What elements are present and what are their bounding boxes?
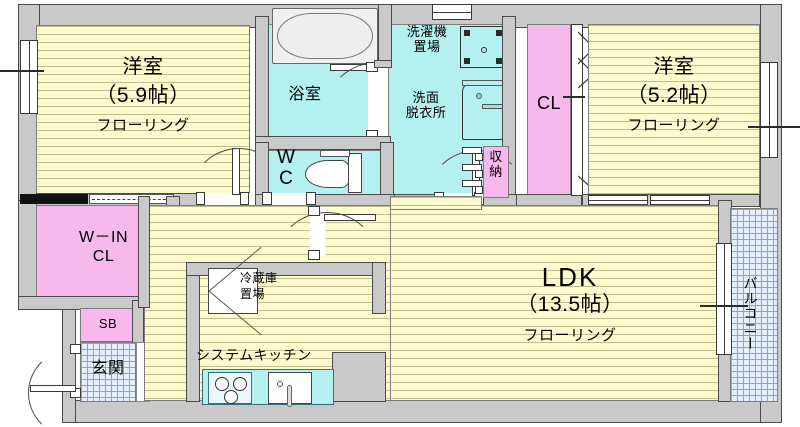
wm-corner-tr (496, 30, 502, 36)
bedroom-east-window[interactable] (760, 62, 778, 158)
room-bedroom-east (588, 24, 760, 196)
walk-in-closet-opening-marker (20, 194, 88, 204)
wall-bathroom-bottom (255, 136, 391, 150)
ldk-balcony-window-tick (700, 305, 748, 307)
room-storage (483, 146, 509, 198)
toilet-shelf (320, 150, 350, 157)
wall-kitchen-counter-wall (332, 352, 386, 402)
washing-machine-pan (460, 26, 506, 68)
toilet-door-jamb-left (262, 192, 272, 205)
washer-space-window[interactable] (432, 4, 472, 20)
ldk-hall-door-jamb-top (308, 206, 320, 216)
bedroom-west-window-tick (0, 70, 44, 72)
ldk-hall-door-jamb-bottom (308, 250, 320, 260)
entrance-door-arc (28, 348, 122, 427)
storage-fold-hinge-3 (475, 186, 483, 194)
bedroom-east-sill-right (650, 195, 710, 205)
toilet-door-jamb-right (306, 192, 316, 205)
three-burner-stove (208, 372, 252, 404)
bedroom-east-sill-left (588, 195, 648, 205)
wm-drain (481, 47, 487, 53)
room-shoe-box (80, 308, 136, 342)
vanity-knob (476, 93, 482, 99)
burner-center-front (224, 390, 238, 404)
ldk-hall-door-arc (276, 212, 378, 308)
ldk-balcony-window[interactable] (716, 243, 732, 355)
wm-corner-tl (464, 30, 470, 36)
bedroom-west-door-jamb-right (240, 192, 249, 205)
storage-fold-hinge-1 (475, 153, 483, 161)
wall-exterior-bottom (70, 400, 782, 423)
wall-washroom-left-upper (378, 4, 392, 68)
toilet-bowl (305, 160, 351, 188)
refrigerator-space (208, 268, 258, 314)
storage-fold-leaf-2[interactable] (462, 164, 482, 171)
wall-bath-washroom-divider (374, 60, 392, 68)
kitchen-drain (277, 381, 283, 387)
vanity-sink (462, 84, 506, 140)
room-bedroom-west (36, 25, 250, 195)
storage-fold-leaf-1[interactable] (462, 147, 482, 154)
wall-kitchen-right (372, 262, 386, 314)
wall-kitchen-left (186, 262, 200, 402)
bathtub-inner (277, 13, 373, 59)
bedroom-west-window[interactable] (20, 40, 38, 114)
bedroom-west-door-jamb-left (196, 192, 205, 205)
vanity-mirror-shelf (462, 80, 506, 86)
room-closet-east (527, 24, 571, 196)
storage-fold-hinge-2 (475, 170, 483, 178)
toilet-tank (348, 153, 362, 193)
burner-right (233, 377, 247, 391)
wall-hall-ldk-corner (138, 196, 150, 308)
closet-east-handle-tick (563, 96, 585, 98)
kitchen-faucet (287, 385, 292, 407)
bathtub (272, 8, 378, 64)
bedroom-east-window-tick (748, 126, 800, 128)
burner-left (215, 377, 229, 391)
storage-fold-leaf-3[interactable] (462, 180, 482, 187)
wall-bathroom-left (255, 16, 269, 148)
wm-corner-br (496, 58, 502, 64)
closet-east-door-track[interactable] (571, 24, 583, 196)
wm-corner-bl (464, 58, 470, 64)
room-ldk (390, 205, 720, 401)
room-ldk-upper-strip (390, 196, 482, 210)
walk-in-closet-hanger-rail (89, 194, 174, 204)
bedroom-west-door-arc (190, 148, 288, 244)
